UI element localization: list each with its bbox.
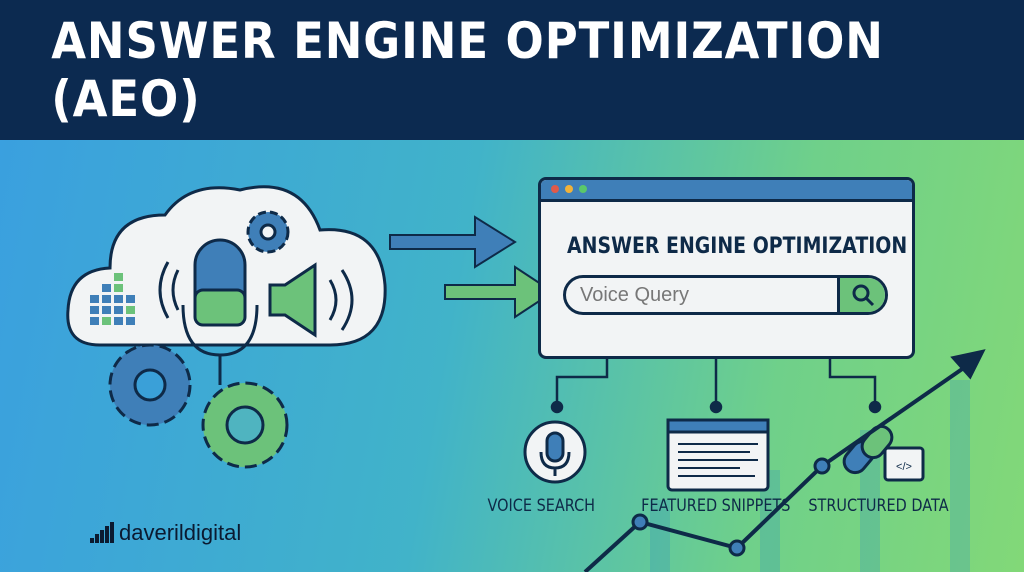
close-dot [551,185,559,193]
title-banner: ANSWER ENGINE OPTIMIZATION (AEO) [0,0,1024,140]
search-icon [852,284,874,307]
structured-data-icon: </> [842,424,925,482]
page-title: ANSWER ENGINE OPTIMIZATION (AEO) [51,12,884,128]
search-input[interactable]: Voice Query [580,284,689,306]
voice-search-icon [523,420,587,484]
browser-titlebar [541,180,912,202]
gear-icon [108,210,290,469]
search-button[interactable] [837,278,885,312]
browser-heading: ANSWER ENGINE OPTIMIZATION [566,234,908,259]
brand-logo: daverildigital [90,520,241,546]
trend-line-arrow [583,349,986,572]
speaker-icon [158,261,354,338]
featured-snippets-label: FEATURED SNIPPETS [641,496,791,516]
arrow-icon [389,215,555,319]
browser-window: ANSWER ENGINE OPTIMIZATION Voice Query [538,177,915,359]
featured-snippets-icon [666,418,770,492]
search-bar[interactable]: Voice Query [563,275,888,315]
equalizer-icon [90,273,135,325]
microphone-icon [181,238,259,385]
brand-name: daverildigital [119,520,242,545]
voice-search-label: VOICE SEARCH [487,496,596,516]
maximize-dot [579,185,587,193]
logo-mark-icon [90,522,114,543]
structured-data-label: STRUCTURED DATA [808,496,949,516]
minimize-dot [565,185,573,193]
svg-text:</>: </> [896,461,912,473]
